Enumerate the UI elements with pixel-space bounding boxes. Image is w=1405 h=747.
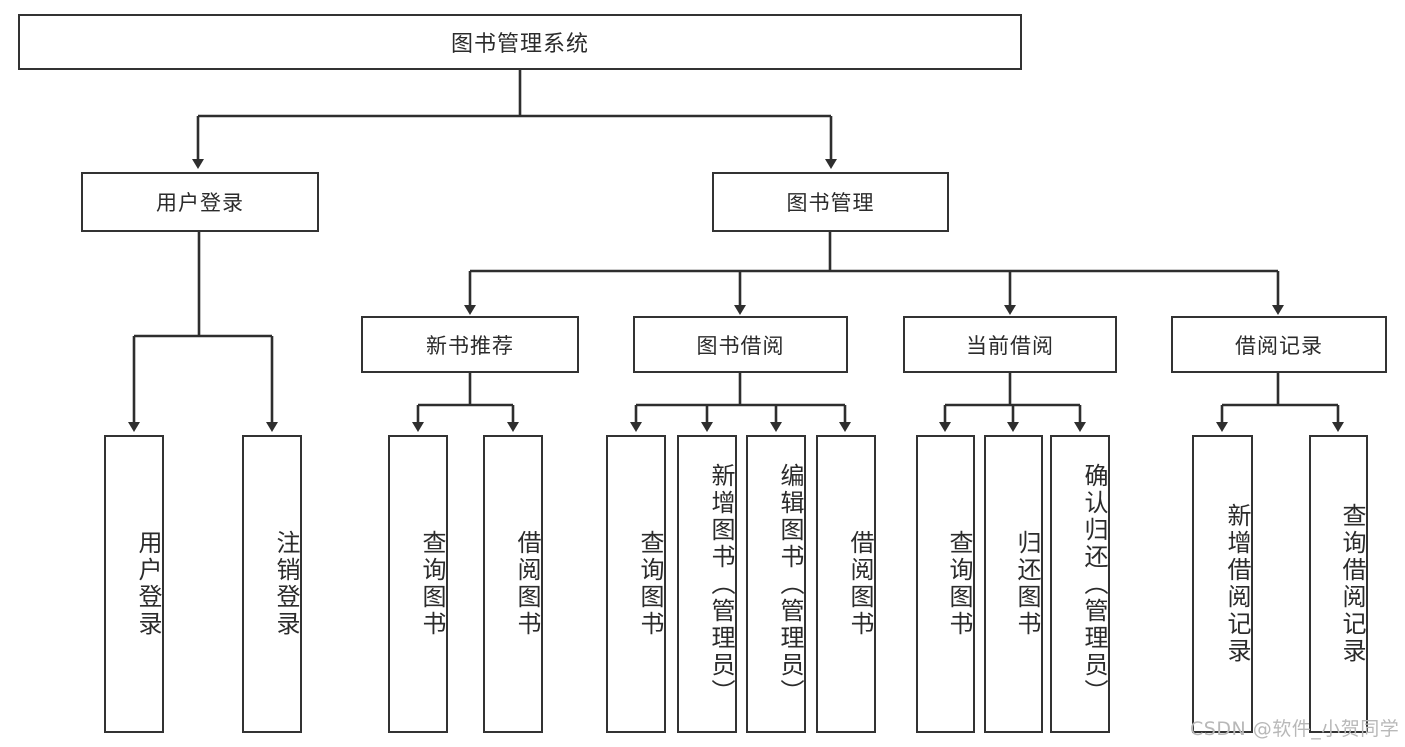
leaf-user-login[interactable]: 用户登录 bbox=[104, 435, 164, 733]
leaf-record-query-record[interactable]: 查询借阅记录 bbox=[1309, 435, 1368, 733]
node-label: 编辑图书（管理员） bbox=[776, 462, 804, 706]
node-label: 查询图书 bbox=[418, 530, 446, 638]
leaf-user-logout[interactable]: 注销登录 bbox=[242, 435, 302, 733]
leaf-borrow-query-book[interactable]: 查询图书 bbox=[606, 435, 666, 733]
node-book-borrow[interactable]: 图书借阅 bbox=[633, 316, 848, 373]
node-book-management[interactable]: 图书管理 bbox=[712, 172, 949, 232]
leaf-borrow-borrow-book[interactable]: 借阅图书 bbox=[816, 435, 876, 733]
node-current-borrow[interactable]: 当前借阅 bbox=[903, 316, 1117, 373]
node-label: 图书借阅 bbox=[696, 333, 785, 358]
leaf-current-query-book[interactable]: 查询图书 bbox=[916, 435, 975, 733]
node-label: 借阅图书 bbox=[846, 530, 874, 638]
leaf-recommend-borrow-book[interactable]: 借阅图书 bbox=[483, 435, 543, 733]
node-borrow-record[interactable]: 借阅记录 bbox=[1171, 316, 1387, 373]
leaf-recommend-query-book[interactable]: 查询图书 bbox=[388, 435, 448, 733]
node-label: 图书管理系统 bbox=[450, 32, 589, 57]
node-user-login[interactable]: 用户登录 bbox=[81, 172, 319, 232]
node-label: 新增借阅记录 bbox=[1223, 503, 1251, 665]
csdn-watermark: CSDN @软件_小贺同学 bbox=[1190, 718, 1400, 740]
node-label: 注销登录 bbox=[272, 530, 300, 638]
leaf-borrow-add-book[interactable]: 新增图书（管理员） bbox=[677, 435, 737, 733]
leaf-current-return-book[interactable]: 归还图书 bbox=[984, 435, 1043, 733]
leaf-borrow-edit-book[interactable]: 编辑图书（管理员） bbox=[746, 435, 806, 733]
node-label: 借阅图书 bbox=[513, 530, 541, 638]
node-label: 查询图书 bbox=[636, 530, 664, 638]
node-label: 归还图书 bbox=[1013, 530, 1041, 638]
node-root-system[interactable]: 图书管理系统 bbox=[18, 14, 1022, 70]
node-label: 新书推荐 bbox=[426, 333, 514, 358]
node-label: 当前借阅 bbox=[966, 333, 1054, 358]
node-label: 借阅记录 bbox=[1235, 333, 1323, 358]
node-label: 查询图书 bbox=[945, 530, 973, 638]
node-new-book-recommend[interactable]: 新书推荐 bbox=[361, 316, 579, 373]
leaf-current-confirm-return[interactable]: 确认归还（管理员） bbox=[1050, 435, 1110, 733]
node-label: 新增图书（管理员） bbox=[707, 462, 735, 706]
leaf-record-add-record[interactable]: 新增借阅记录 bbox=[1192, 435, 1253, 733]
node-label: 查询借阅记录 bbox=[1338, 503, 1366, 665]
node-label: 用户登录 bbox=[156, 191, 244, 215]
node-label: 确认归还（管理员） bbox=[1080, 462, 1108, 706]
node-label: 图书管理 bbox=[786, 191, 875, 215]
node-label: 用户登录 bbox=[134, 530, 162, 638]
